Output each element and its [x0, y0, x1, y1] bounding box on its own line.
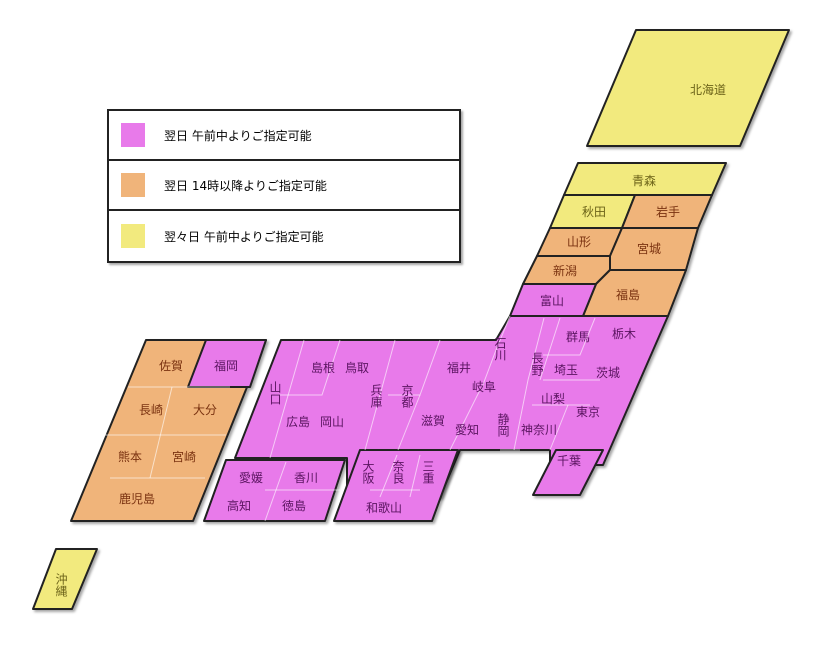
- label-tokyo: 東京: [576, 405, 600, 419]
- label-tottori: 鳥取: [345, 360, 369, 375]
- label-kagoshima: 鹿児島: [119, 491, 155, 506]
- label-hyogo: 兵庫: [369, 384, 383, 409]
- label-shiga: 滋賀: [421, 414, 445, 428]
- label-iwate: 岩手: [656, 204, 680, 219]
- legend-swatch-orange: [121, 173, 145, 197]
- label-kochi: 高知: [227, 498, 251, 513]
- legend-item-two-days-morning: 翌々日 午前中よりご指定可能: [109, 211, 459, 261]
- label-nagasaki: 長崎: [139, 403, 163, 417]
- region-kinki-south[interactable]: [333, 449, 459, 522]
- label-saitama: 埼玉: [554, 363, 578, 377]
- label-osaka: 大阪: [361, 460, 375, 485]
- label-yamagata: 山形: [567, 235, 591, 249]
- honshu-group: [234, 162, 727, 498]
- label-fukui: 福井: [447, 360, 471, 375]
- prefecture-borders: [100, 315, 600, 522]
- label-yamaguchi: 山口: [268, 381, 282, 405]
- legend-item-next-day-afternoon: 翌日 14時以降よりご指定可能: [109, 161, 459, 211]
- label-wakayama: 和歌山: [366, 500, 402, 515]
- label-nagano: 長野: [530, 352, 544, 376]
- label-fukushima: 福島: [616, 287, 640, 302]
- label-aichi: 愛知: [455, 423, 479, 437]
- legend: 翌日 午前中よりご指定可能 翌日 14時以降よりご指定可能 翌々日 午前中よりご…: [107, 109, 461, 263]
- label-shizuoka: 静岡: [496, 413, 510, 437]
- label-kanagawa: 神奈川: [521, 423, 557, 437]
- label-aomori: 青森: [632, 173, 656, 188]
- label-yamanashi: 山梨: [541, 392, 565, 406]
- label-oita: 大分: [193, 403, 217, 417]
- label-saga: 佐賀: [159, 359, 183, 373]
- label-gifu: 岐阜: [472, 380, 496, 394]
- region-hokkaido[interactable]: [586, 29, 790, 147]
- label-shimane: 島根: [311, 360, 335, 375]
- label-kyoto: 京都: [400, 384, 414, 408]
- label-mie: 三重: [421, 460, 435, 484]
- legend-swatch-pink: [121, 123, 145, 147]
- label-tochigi: 栃木: [612, 327, 636, 341]
- legend-label: 翌日 14時以降よりご指定可能: [164, 178, 327, 193]
- label-akita: 秋田: [582, 205, 606, 219]
- label-ibaraki: 茨城: [596, 366, 620, 380]
- label-nara: 奈良: [391, 460, 405, 485]
- legend-label: 翌日 午前中よりご指定可能: [164, 128, 312, 143]
- region-fukuoka[interactable]: [187, 339, 267, 388]
- label-kagawa: 香川: [294, 471, 318, 485]
- label-niigata: 新潟: [553, 263, 577, 278]
- region-chiba[interactable]: [532, 449, 604, 496]
- label-hiroshima: 広島: [286, 414, 310, 429]
- label-ehime: 愛媛: [239, 471, 263, 485]
- label-fukuoka: 福岡: [214, 358, 238, 373]
- label-gunma: 群馬: [566, 330, 590, 344]
- label-kumamoto: 熊本: [118, 449, 142, 464]
- prefecture-labels: 北海道 青森 秋田 岩手 山形 宮城 新潟 福島 富山 石川 長野 群馬 栃木 …: [54, 82, 726, 597]
- label-hokkaido: 北海道: [690, 82, 726, 97]
- label-okayama: 岡山: [320, 415, 344, 429]
- legend-label: 翌々日 午前中よりご指定可能: [164, 229, 324, 244]
- label-miyazaki: 宮崎: [172, 449, 196, 464]
- legend-swatch-yellow: [121, 224, 145, 248]
- label-miyagi: 宮城: [637, 241, 661, 256]
- legend-item-next-day-morning: 翌日 午前中よりご指定可能: [109, 111, 459, 161]
- label-toyama: 富山: [540, 293, 564, 308]
- label-okinawa: 沖縄: [54, 573, 68, 597]
- label-chiba: 千葉: [557, 454, 581, 468]
- label-ishikawa: 石川: [493, 337, 507, 361]
- region-okinawa[interactable]: [32, 548, 98, 610]
- label-tokushima: 徳島: [282, 498, 306, 513]
